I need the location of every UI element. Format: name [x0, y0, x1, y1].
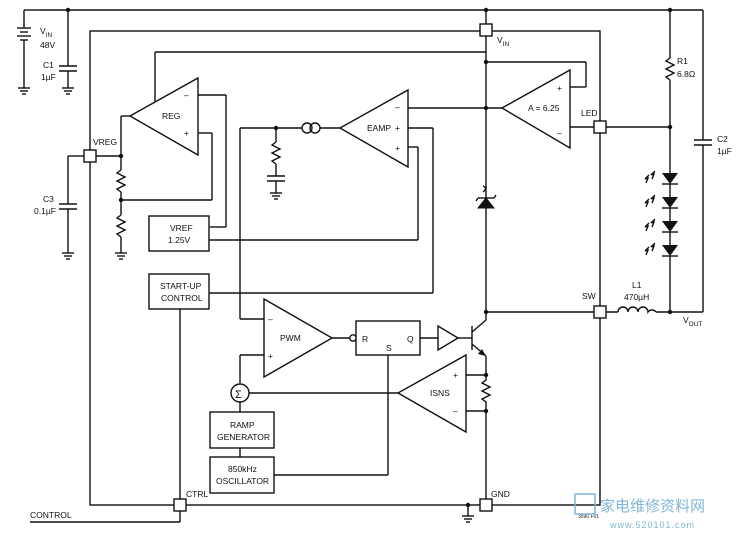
switch-transistor — [471, 312, 487, 375]
gate-driver — [437, 324, 460, 352]
latch-s: S — [386, 343, 392, 353]
watermark: 家电维修资料网 www.520101.com — [574, 493, 705, 530]
led-pin — [593, 120, 607, 134]
pwm-minus: – — [268, 314, 273, 324]
latch-r: R — [362, 334, 368, 344]
c2-value: 1µF — [717, 146, 732, 156]
sw-pin-label: SW — [582, 291, 596, 301]
vin-supply-value: 48V — [40, 40, 55, 50]
r1-name: R1 — [677, 56, 688, 66]
gain-amp-plus: + — [557, 83, 562, 93]
gm-source-circle-b — [309, 122, 321, 134]
pwm-label: PWM — [280, 333, 301, 343]
vreg-pin — [83, 149, 97, 163]
c3-name: C3 — [43, 194, 54, 204]
sr-latch — [355, 320, 421, 356]
isns-minus: – — [453, 406, 458, 416]
reg-label: REG — [162, 111, 180, 121]
figure-id: 3590 F01 — [578, 514, 599, 520]
gnd-pin-label: GND — [491, 489, 510, 499]
watermark-url: www.520101.com — [609, 520, 695, 530]
inductor-l1 — [617, 306, 703, 315]
l1-name: L1 — [632, 280, 642, 290]
capacitor-c2 — [694, 10, 712, 312]
watermark-logo-icon — [574, 493, 596, 515]
capacitor-c3 — [59, 156, 77, 260]
led-pin-label: LED — [581, 108, 598, 118]
vref-block — [148, 215, 210, 252]
c1-name: C1 — [43, 60, 54, 70]
led-1 — [644, 170, 678, 185]
vout-label: VOUT — [683, 315, 702, 328]
eamp-amplifier: – + + EAMP — [338, 88, 409, 169]
c3-value: 0.1µF — [34, 206, 56, 216]
c2-name: C2 — [717, 134, 728, 144]
osc-line1: 850kHz — [228, 464, 257, 474]
isns-plus: + — [453, 370, 458, 380]
watermark-title: 家电维修资料网 — [600, 498, 705, 515]
vin-pin-label: VIN — [497, 35, 509, 48]
eamp-minus: – — [395, 102, 400, 112]
ctrl-pin — [173, 498, 187, 512]
sum-symbol: Σ — [235, 389, 242, 401]
reg-plus: + — [184, 128, 189, 138]
vreg-pin-label: VREG — [93, 137, 117, 147]
startup-line1: START-UP — [160, 281, 202, 291]
vin-supply-name: VIN — [40, 26, 52, 39]
gain-amp-label: A = 6.25 — [528, 103, 560, 113]
startup-line2: CONTROL — [161, 293, 203, 303]
vref-line2: 1.25V — [168, 235, 191, 245]
ramp-line1: RAMP — [230, 420, 255, 430]
reg-minus: – — [184, 90, 189, 100]
pwm-plus: + — [268, 351, 273, 361]
capacitor-c1 — [59, 10, 77, 95]
led-3 — [644, 218, 678, 233]
resistor-r1 — [664, 10, 676, 127]
ramp-generator-block — [209, 411, 275, 449]
oscillator-block — [209, 456, 275, 494]
reg-amplifier: – + REG — [128, 76, 199, 157]
gain-amp-minus: – — [557, 128, 562, 138]
vref-line1: VREF — [170, 223, 193, 233]
osc-line2: OSCILLATOR — [216, 476, 269, 486]
latch-q: Q — [407, 334, 414, 344]
control-input-label: CONTROL — [30, 510, 72, 520]
l1-value: 470µH — [624, 292, 649, 302]
led-2 — [644, 194, 678, 209]
led-4 — [644, 242, 678, 257]
gnd-pin — [479, 498, 493, 512]
c1-value: 1µF — [41, 72, 56, 82]
top-rail — [40, 7, 703, 13]
isns-amplifier: + – ISNS — [396, 353, 467, 434]
startup-control-block — [148, 273, 210, 310]
vin-pin — [479, 23, 493, 37]
vin-battery — [17, 9, 40, 95]
r1-value: 6.8Ω — [677, 69, 695, 79]
ctrl-pin-label: CTRL — [186, 489, 208, 499]
eamp-plus1: + — [395, 123, 400, 133]
isns-label: ISNS — [430, 388, 450, 398]
eamp-plus2: + — [395, 143, 400, 153]
pwm-comparator: – + PWM — [263, 297, 334, 379]
eamp-label: EAMP — [367, 123, 391, 133]
sw-pin — [593, 305, 607, 319]
ic-boundary — [89, 30, 601, 506]
ramp-line2: GENERATOR — [217, 432, 270, 442]
gain-amplifier: + – A = 6.25 — [500, 68, 571, 150]
led-string — [644, 127, 678, 312]
internal-diode — [475, 185, 497, 312]
